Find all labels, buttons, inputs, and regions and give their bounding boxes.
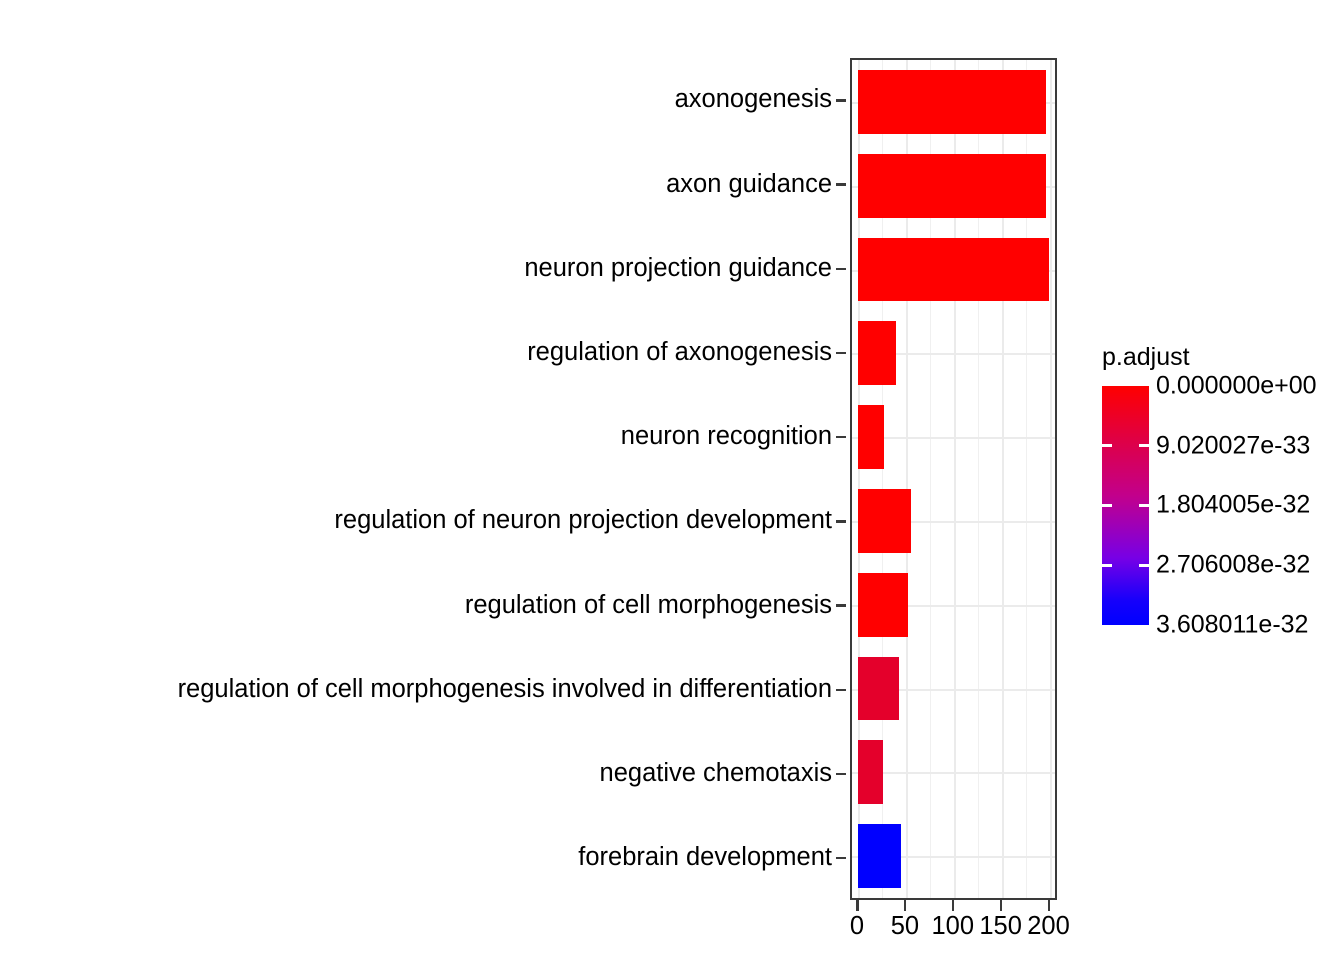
legend-tick-labels: 0.000000e+00 9.020027e-33 1.804005e-32 2.70… [1156, 373, 1344, 637]
gridline-horizontal [852, 772, 1055, 775]
gridline-vertical-major [858, 60, 860, 898]
y-axis-label-row: axon guidance [0, 142, 836, 226]
bar-row [852, 814, 1055, 898]
bar[interactable] [858, 656, 900, 721]
y-axis-label-row: axonogenesis [0, 58, 836, 142]
y-axis-tick [836, 58, 850, 142]
gridline-vertical-major [953, 60, 956, 898]
legend-value-label: 9.020027e-33 [1156, 431, 1311, 460]
x-axis-tick [999, 900, 1003, 911]
bar[interactable] [858, 572, 908, 637]
x-axis-tick-label: 0 [849, 912, 865, 940]
x-axis-tick-label: 50 [890, 912, 920, 940]
y-axis-label-row: regulation of neuron projection developm… [0, 479, 836, 563]
x-axis-tick [951, 900, 955, 911]
y-axis-label: regulation of cell morphogenesis [464, 590, 832, 619]
y-axis-label: axon guidance [666, 169, 832, 198]
legend-tick [1102, 444, 1112, 448]
y-axis-label-row: regulation of axonogenesis [0, 311, 836, 395]
y-axis-tick [836, 479, 850, 563]
legend-value-label: 1.804005e-32 [1156, 490, 1311, 519]
y-axis-label: forebrain development [578, 843, 832, 872]
bar-row [852, 311, 1055, 395]
bar[interactable] [858, 321, 897, 386]
y-axis-label-row: neuron recognition [0, 395, 836, 479]
bar-series [852, 60, 1055, 898]
gridline-vertical-major [1049, 60, 1052, 898]
gridline-horizontal [852, 604, 1055, 607]
y-axis-tick [836, 311, 850, 395]
legend-tick [1139, 444, 1149, 448]
legend-tick [1139, 563, 1149, 567]
y-axis-tick [836, 226, 850, 310]
bar-row [852, 144, 1055, 228]
y-axis-label: regulation of cell morphogenesis involve… [177, 674, 832, 703]
y-axis-label: regulation of axonogenesis [527, 337, 832, 366]
y-axis-label: neuron recognition [620, 422, 832, 451]
legend: p.adjust 0.000000e+00 9.020027e-33 1.80400… [1096, 345, 1344, 645]
x-axis-tick-label: 200 [1027, 912, 1070, 940]
bar-row [852, 563, 1055, 647]
legend-value-label: 2.706008e-32 [1156, 550, 1311, 579]
x-axis-tick [903, 900, 907, 911]
y-axis-tick [836, 732, 850, 816]
y-axis-label-row: forebrain development [0, 816, 836, 900]
y-axis-tick-marks [836, 58, 850, 900]
y-axis-tick [836, 395, 850, 479]
gridline-horizontal [852, 688, 1055, 691]
gridline-vertical-major [905, 60, 908, 898]
bar-row [852, 228, 1055, 312]
bar[interactable] [858, 153, 1046, 218]
y-axis-tick [836, 142, 850, 226]
y-axis-tick [836, 816, 850, 900]
y-axis-category-labels: axonogenesis axon guidance neuron projecti… [0, 58, 836, 900]
bar-row [852, 730, 1055, 814]
bar-row [852, 479, 1055, 563]
gridline-horizontal [852, 520, 1055, 523]
gridline-horizontal [852, 353, 1055, 356]
x-axis-tick-label: 150 [979, 912, 1022, 940]
bar[interactable] [858, 405, 884, 469]
y-axis-tick [836, 647, 850, 731]
y-axis-label: negative chemotaxis [599, 758, 832, 787]
bar[interactable] [858, 489, 911, 553]
x-axis-tick-label: 100 [931, 912, 975, 940]
legend-value-label: 0.000000e+00 [1156, 371, 1317, 400]
y-axis-label-row: neuron projection guidance [0, 226, 836, 310]
gridline-vertical-major [1001, 60, 1004, 898]
gridline-vertical-minor [1025, 60, 1028, 898]
y-axis-label-row: regulation of cell morphogenesis [0, 563, 836, 647]
bar-row [852, 395, 1055, 479]
bar[interactable] [858, 740, 883, 805]
y-axis-tick [836, 563, 850, 647]
bar[interactable] [858, 824, 902, 888]
y-axis-label-row: regulation of cell morphogenesis involve… [0, 647, 836, 731]
plot-panel [850, 58, 1057, 900]
legend-tick [1139, 503, 1149, 507]
x-axis-tick [1047, 900, 1050, 911]
x-axis-tick-marks [850, 900, 1057, 912]
gridline-vertical-minor [929, 60, 932, 898]
legend-title: p.adjust [1102, 343, 1190, 371]
gridline-vertical-minor [977, 60, 980, 898]
legend-tick [1102, 503, 1112, 507]
y-axis-label: regulation of neuron projection developm… [334, 506, 832, 535]
legend-value-label: 3.608011e-32 [1156, 610, 1309, 639]
bar-row [852, 60, 1055, 144]
legend-colorbar-ticks [1102, 386, 1149, 625]
bar[interactable] [858, 70, 1046, 134]
y-axis-label-row: negative chemotaxis [0, 732, 836, 816]
gridline-horizontal [852, 437, 1055, 440]
gridline-horizontal [852, 856, 1055, 859]
gridline-vertical-minor [881, 60, 884, 898]
x-axis-tick [856, 900, 859, 911]
y-axis-label: axonogenesis [674, 85, 832, 114]
bar[interactable] [858, 237, 1049, 302]
y-axis-label: neuron projection guidance [524, 253, 832, 282]
legend-tick [1102, 563, 1112, 567]
bar-row [852, 647, 1055, 731]
